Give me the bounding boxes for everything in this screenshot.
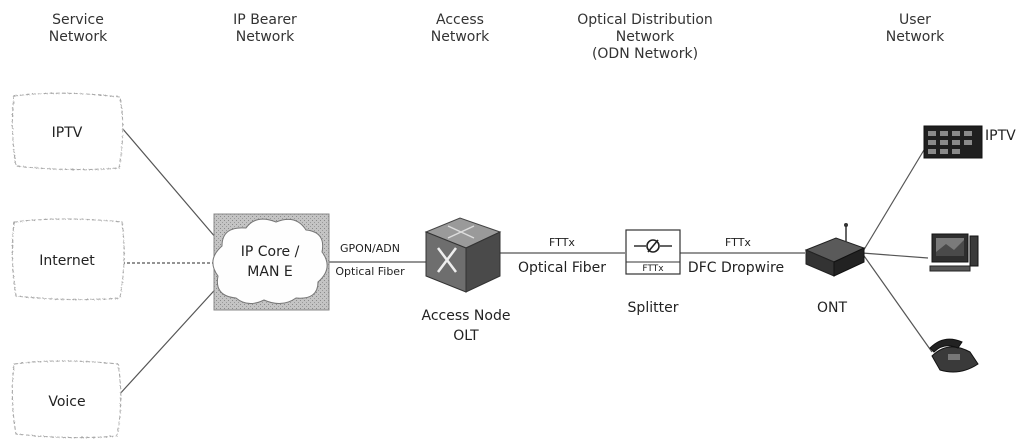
fttx-fiber-label-2: Optical Fiber <box>518 260 606 276</box>
olt-side-face <box>465 231 501 293</box>
ont-side <box>833 247 865 277</box>
service-iptv-label: IPTV <box>52 125 83 141</box>
olt-switch-icon <box>424 217 502 293</box>
splitter-box: FTTx <box>625 229 681 275</box>
header-line: Network <box>430 29 490 45</box>
service-voice-box: Voice <box>11 360 122 439</box>
service-box-outline <box>11 360 122 439</box>
tv-label: IPTV <box>985 128 1016 144</box>
fttx-fiber-label-1: FTTx <box>549 236 575 249</box>
cloud-shape <box>212 218 328 304</box>
header-ip-bearer-network: IP Bearer Network <box>215 12 315 46</box>
ip-core-node: IP Core / MAN E <box>212 213 330 311</box>
tv-device-icon <box>923 125 983 159</box>
phone-device-icon <box>929 338 979 373</box>
olt-arrows <box>437 247 457 273</box>
service-voice-label: Voice <box>48 394 85 410</box>
header-line: User <box>899 12 931 28</box>
pc-screen-scene <box>936 240 964 256</box>
phone-keys <box>948 354 960 360</box>
service-internet-box: Internet <box>11 218 125 301</box>
olt-label-1: Access Node <box>422 308 511 324</box>
connection-lines <box>117 127 933 397</box>
service-internet-label: Internet <box>39 253 95 269</box>
splitter-box-text: FTTx <box>642 264 664 274</box>
line-ont-phone <box>861 252 933 353</box>
header-line: Access <box>436 12 484 28</box>
header-line: (ODN Network) <box>591 46 699 62</box>
header-line: Network <box>48 29 108 45</box>
line-ont-tv <box>861 149 925 254</box>
splitter-icon-slash <box>647 239 659 253</box>
header-line: Network <box>615 29 675 45</box>
tv-cell <box>940 149 948 154</box>
header-access-network: Access Network <box>420 12 500 46</box>
pc-keyboard <box>929 265 971 272</box>
header-line: Service <box>52 12 104 28</box>
olt-top-arrows <box>447 225 475 239</box>
ont-device-icon <box>804 223 866 277</box>
ip-core-label-2: MAN E <box>247 264 292 280</box>
tv-cell <box>964 131 972 136</box>
tv-cell <box>940 140 948 145</box>
pc-device-icon <box>929 233 979 272</box>
header-service-network: Service Network <box>38 12 118 46</box>
ont-antenna-tip <box>844 223 848 227</box>
tv-cell <box>928 131 936 136</box>
header-line: Optical Distribution <box>577 12 713 28</box>
tv-cell <box>928 149 936 154</box>
service-box-outline <box>11 92 124 171</box>
fttx-drop-label-2: DFC Dropwire <box>688 260 784 276</box>
olt-label-2: OLT <box>453 328 479 344</box>
tv-grid <box>928 131 972 154</box>
header-user-network: User Network <box>875 12 955 46</box>
gpon-label-2: Optical Fiber <box>335 265 405 278</box>
tv-cell <box>952 140 960 145</box>
tv-cell <box>952 149 960 154</box>
line-iptv-core <box>121 127 223 246</box>
phone-handset <box>929 338 963 353</box>
header-odn-network: Optical Distribution Network (ODN Networ… <box>560 12 730 63</box>
line-ont-pc <box>861 252 929 259</box>
splitter-icon <box>646 239 660 253</box>
pc-tower <box>969 235 979 267</box>
header-line: Network <box>235 29 295 45</box>
service-iptv-box: IPTV <box>11 92 124 171</box>
tv-cell <box>940 131 948 136</box>
header-line: IP Bearer <box>233 12 297 28</box>
ip-core-label-1: IP Core / <box>241 244 300 260</box>
tv-cell <box>928 140 936 145</box>
gpon-label-1: GPON/ADN <box>340 242 400 255</box>
tv-cell <box>952 131 960 136</box>
service-box-outline <box>11 218 125 301</box>
fttx-drop-label-1: FTTx <box>725 236 751 249</box>
tv-cell <box>964 140 972 145</box>
splitter-label: Splitter <box>628 300 679 316</box>
line-voice-core <box>117 281 223 397</box>
header-line: Network <box>885 29 945 45</box>
ont-label: ONT <box>817 300 847 316</box>
